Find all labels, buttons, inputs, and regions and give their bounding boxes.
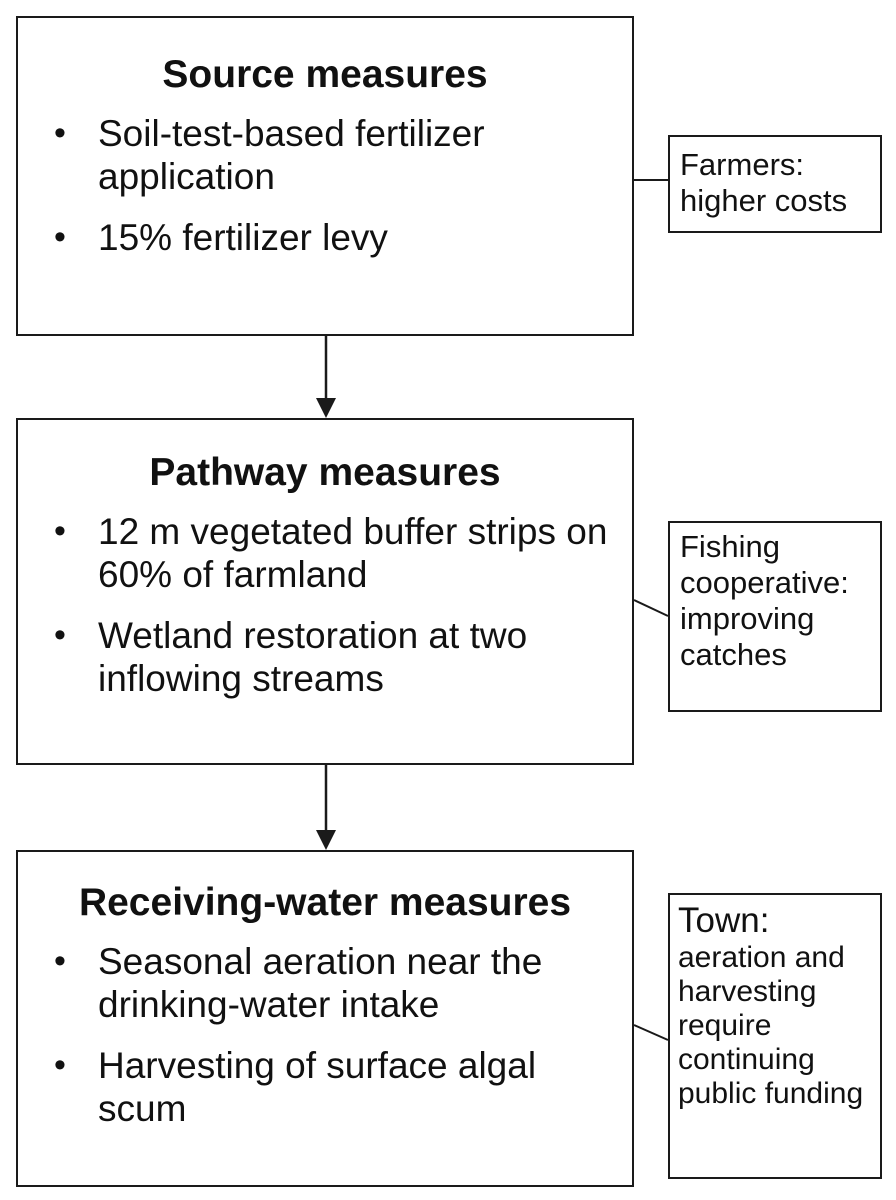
stakeholder-fishing-text: Fishing cooperative: improving catches — [680, 529, 849, 672]
list-item-text: 12 m vegetated buffer strips on 60% of f… — [98, 511, 608, 595]
arrowhead-source-to-pathway — [316, 398, 336, 418]
bullet-icon: • — [54, 616, 66, 654]
receiving-water-measures-box: Receiving-water measures • Seasonal aerat… — [16, 850, 634, 1187]
list-item: • 12 m vegetated buffer strips on 60% of … — [18, 510, 632, 596]
pathway-measures-list: • 12 m vegetated buffer strips on 60% of … — [18, 510, 632, 700]
arrowhead-pathway-to-receiving — [316, 830, 336, 850]
bullet-icon: • — [54, 512, 66, 550]
bullet-icon: • — [54, 1046, 66, 1084]
pathway-measures-box: Pathway measures • 12 m vegetated buffer … — [16, 418, 634, 765]
list-item-text: 15% fertilizer levy — [98, 217, 388, 258]
connector-pathway-fishing — [633, 599, 669, 617]
source-measures-list: •Soil-test-based fertilizer application … — [18, 112, 632, 259]
stakeholder-farmers-note: Farmers: higher costs — [668, 135, 882, 233]
source-measures-box: Source measures • Soil-test-based fertili… — [16, 16, 634, 336]
list-item: • 15% fertilizer levy — [18, 216, 632, 259]
stakeholder-farmers-text: Farmers: higher costs — [680, 147, 848, 218]
bullet-icon: • — [54, 218, 66, 256]
list-item-text: Harvesting of surface algal scum — [98, 1045, 537, 1129]
receiving-water-measures-title: Receiving-water measures — [78, 881, 572, 924]
source-measures-title: Source measures — [162, 53, 488, 96]
list-item: • Wetland restoration at two inflowing st… — [18, 614, 632, 700]
list-item-text: Seasonal aeration near the drinking-wate… — [98, 941, 543, 1025]
receiving-water-measures-list: • Seasonal aeration near the drinking-wat… — [18, 940, 632, 1130]
connector-receiving-town — [633, 1024, 669, 1041]
list-item-text: Soil-test-based fertilizer application — [98, 113, 485, 197]
list-item: • Harvesting of surface algal scum — [18, 1044, 632, 1130]
stakeholder-town-label: Town: — [678, 901, 770, 940]
stakeholder-town-text: aeration and harvesting require continui… — [678, 941, 864, 1110]
bullet-icon: • — [54, 942, 66, 980]
list-item: • Soil-test-based fertilizer application — [18, 112, 632, 198]
list-item-text: Wetland restoration at two inflowing str… — [98, 615, 528, 699]
stakeholder-town-note: Town: aeration and harvesting require co… — [668, 893, 882, 1179]
list-item: • Seasonal aeration near the drinking-wat… — [18, 940, 632, 1026]
bullet-icon: • — [54, 114, 66, 152]
stakeholder-fishing-note: Fishing cooperative: improving catches — [668, 521, 882, 712]
pathway-measures-title: Pathway measures — [149, 451, 501, 494]
